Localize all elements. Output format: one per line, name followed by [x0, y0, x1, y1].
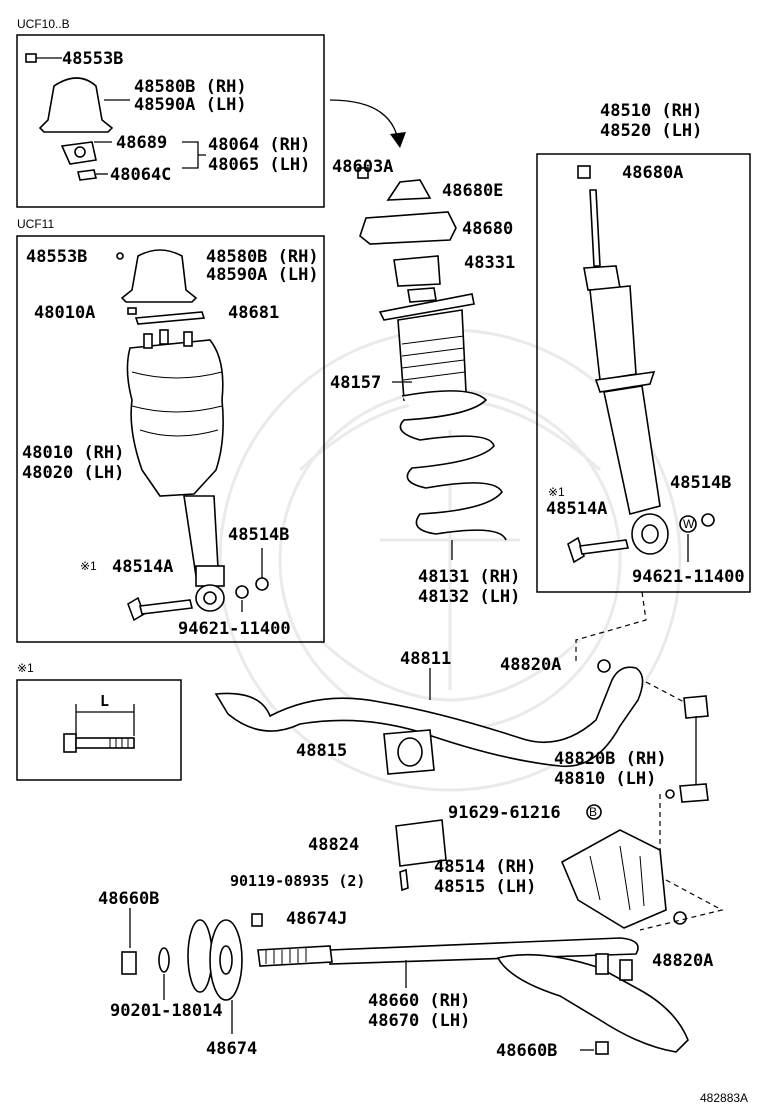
label-48514B-b: 48514B [670, 473, 731, 493]
label-48815: 48815 [296, 741, 347, 761]
lower-arm-shape [329, 937, 639, 965]
air-spring-shape [126, 339, 224, 497]
cover-shape [38, 77, 114, 133]
section-ucf10-label: UCF10..B [17, 17, 70, 31]
label-48020: 48020 (LH) [22, 463, 124, 483]
label-90119: 90119-08935 (2) [230, 872, 365, 890]
section-note: ※1 L [16, 661, 182, 781]
label-94621-b: 94621-11400 [632, 567, 745, 587]
label-48064C: 48064C [110, 165, 171, 185]
label-48660B-b: 48660B [496, 1041, 557, 1061]
label-48553B-b: 48553B [26, 247, 87, 267]
figure-id: 482883A [700, 1091, 748, 1105]
label-48660: 48660 (RH) [368, 991, 470, 1011]
label-48811: 48811 [400, 649, 451, 669]
label-48065: 48065 (LH) [208, 155, 310, 175]
label-94621-a: 94621-11400 [178, 619, 291, 639]
knuckle-shape [496, 953, 689, 1053]
label-48331: 48331 [464, 253, 515, 273]
label-48680A: 48680A [622, 163, 683, 183]
bracket-shape [560, 829, 667, 929]
label-48820A-a: 48820A [500, 655, 561, 675]
label-48553B-a: 48553B [62, 49, 123, 69]
label-48514A-b: 48514A [546, 499, 607, 519]
label-48674: 48674 [206, 1039, 257, 1059]
label-48670: 48670 (LH) [368, 1011, 470, 1031]
label-48681: 48681 [228, 303, 279, 323]
part-labels: 48553B 48580B (RH) 48590A (LH) 48689 480… [22, 49, 748, 1105]
label-48515: 48515 (LH) [434, 877, 536, 897]
note-label: ※1 [17, 661, 34, 675]
washer-mark-w-a: W [683, 517, 695, 531]
label-48510: 48510 (RH) [600, 101, 702, 121]
label-48689: 48689 [116, 133, 167, 153]
section-shock: W [536, 153, 751, 593]
label-48660B-a: 48660B [98, 889, 159, 909]
label-48010A: 48010A [34, 303, 95, 323]
shock-upper-shape [589, 285, 637, 381]
nut-shape [121, 951, 137, 975]
section-ucf11: UCF11 [16, 217, 325, 643]
label-48520: 48520 (LH) [600, 121, 702, 141]
label-48514: 48514 (RH) [434, 857, 536, 877]
label-48674J: 48674J [286, 909, 347, 929]
label-48810: 48810 (LH) [554, 769, 656, 789]
label-48680E: 48680E [442, 181, 503, 201]
label-48820A-b: 48820A [652, 951, 713, 971]
stabilizer-group [214, 591, 709, 866]
section-ucf10: UCF10..B [16, 17, 406, 208]
center-strut [357, 167, 507, 560]
coil-spring-shape [399, 390, 507, 541]
section-ucf11-label: UCF11 [17, 217, 54, 231]
label-48580B-b: 48580B (RH) [206, 247, 319, 267]
label-48590A-b: 48590A (LH) [206, 265, 319, 285]
label-48580B-a: 48580B (RH) [134, 77, 247, 97]
note-ref-a: ※1 [80, 559, 97, 573]
label-48824: 48824 [308, 835, 359, 855]
label-48820B: 48820B (RH) [554, 749, 667, 769]
lower-arm-group: B [121, 804, 724, 1055]
label-48131: 48131 (RH) [418, 567, 520, 587]
upper-mount-shape [359, 211, 457, 245]
label-48514B-a: 48514B [228, 525, 289, 545]
stabilizer-bar-shape [214, 666, 644, 768]
bolt-length-label: L [100, 692, 109, 710]
label-48064: 48064 (RH) [208, 135, 310, 155]
label-48010: 48010 (RH) [22, 443, 124, 463]
label-48603A: 48603A [332, 157, 393, 177]
note-ref-b: ※1 [548, 485, 565, 499]
circle-mark-b: B [589, 805, 597, 819]
arrow-line [329, 99, 399, 141]
label-48514A-a: 48514A [112, 557, 173, 577]
label-48590A-a: 48590A (LH) [134, 95, 247, 115]
label-91629: 91629-61216 [448, 803, 561, 823]
label-48680: 48680 [462, 219, 513, 239]
label-48132: 48132 (LH) [418, 587, 520, 607]
shock-lower-shape [603, 385, 661, 515]
label-90201: 90201-18014 [110, 1001, 223, 1021]
label-48157: 48157 [330, 373, 381, 393]
nut-shape [25, 53, 37, 63]
